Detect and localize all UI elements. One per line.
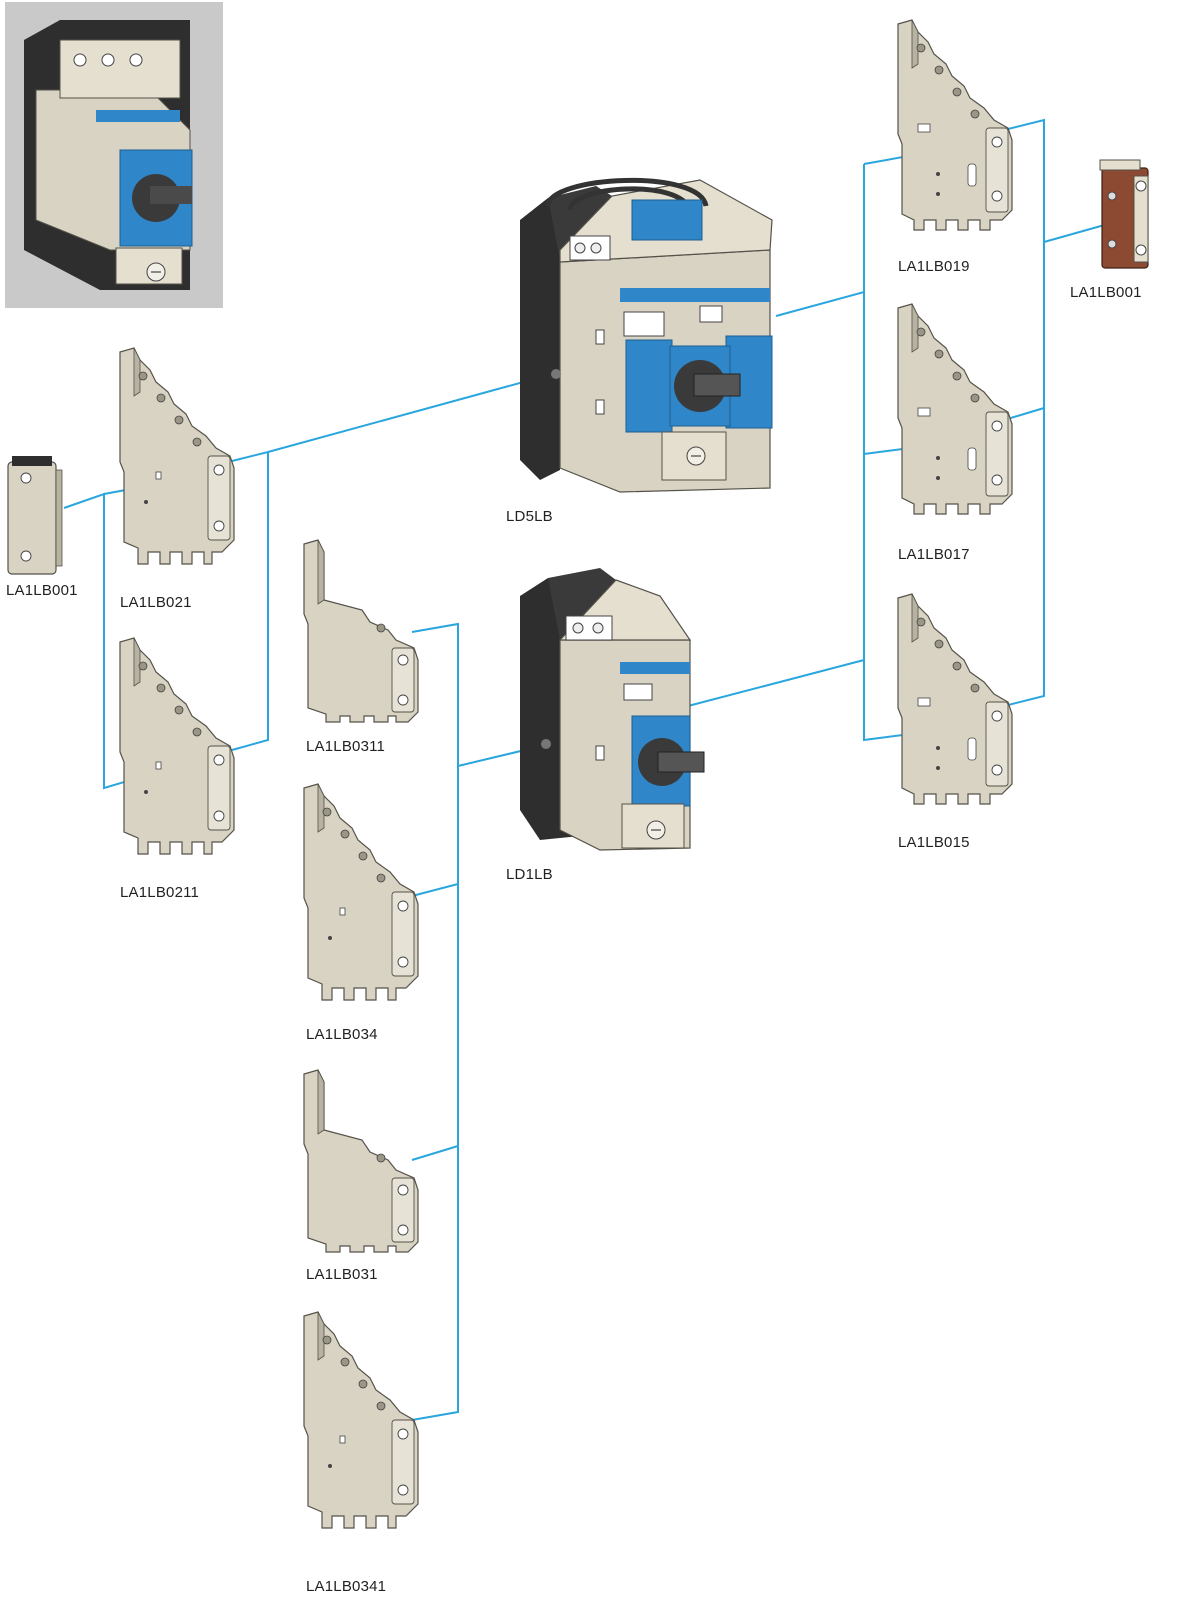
label-la1lb034: LA1LB034 (306, 1026, 378, 1043)
label-left-aux: LA1LB001 (6, 582, 78, 599)
label-ld5lb: LD5LB (506, 508, 553, 525)
label-la1lb0341: LA1LB0341 (306, 1578, 386, 1595)
connector-middle-031 (412, 1146, 458, 1160)
label-la1lb017: LA1LB017 (898, 546, 970, 563)
module-la1lb031 (304, 1070, 418, 1252)
module-la1lb0211 (120, 638, 234, 854)
module-la1lb0341 (304, 1312, 418, 1528)
label-la1lb0211: LA1LB0211 (120, 884, 199, 901)
module-la1lb017 (898, 304, 1012, 514)
label-la1lb019: LA1LB019 (898, 258, 970, 275)
connector-middle-bus (412, 624, 458, 1420)
ld5lb-starter (520, 180, 772, 492)
label-la1lb0311: LA1LB0311 (306, 738, 385, 755)
label-ld1lb: LD1LB (506, 866, 553, 883)
right-aux-block (1100, 160, 1148, 268)
connector-right-aux (1044, 224, 1108, 242)
module-la1lb019 (898, 20, 1012, 230)
label-la1lb021: LA1LB021 (120, 594, 192, 611)
module-la1lb015 (898, 594, 1012, 804)
module-la1lb0311 (304, 540, 418, 722)
module-la1lb034 (304, 784, 418, 1000)
label-la1lb015: LA1LB015 (898, 834, 970, 851)
left-aux-block (8, 456, 62, 574)
connector-right-to-ld1lb (688, 660, 864, 706)
ld1lb-starter (520, 568, 704, 850)
label-la1lb031: LA1LB031 (306, 1266, 378, 1283)
starter-assembly-thumbnail (5, 2, 223, 308)
connector-left-to-ld5lb (268, 372, 560, 452)
module-la1lb021 (120, 348, 234, 564)
label-right-aux: LA1LB001 (1070, 284, 1142, 301)
connector-middle-034 (412, 884, 458, 896)
